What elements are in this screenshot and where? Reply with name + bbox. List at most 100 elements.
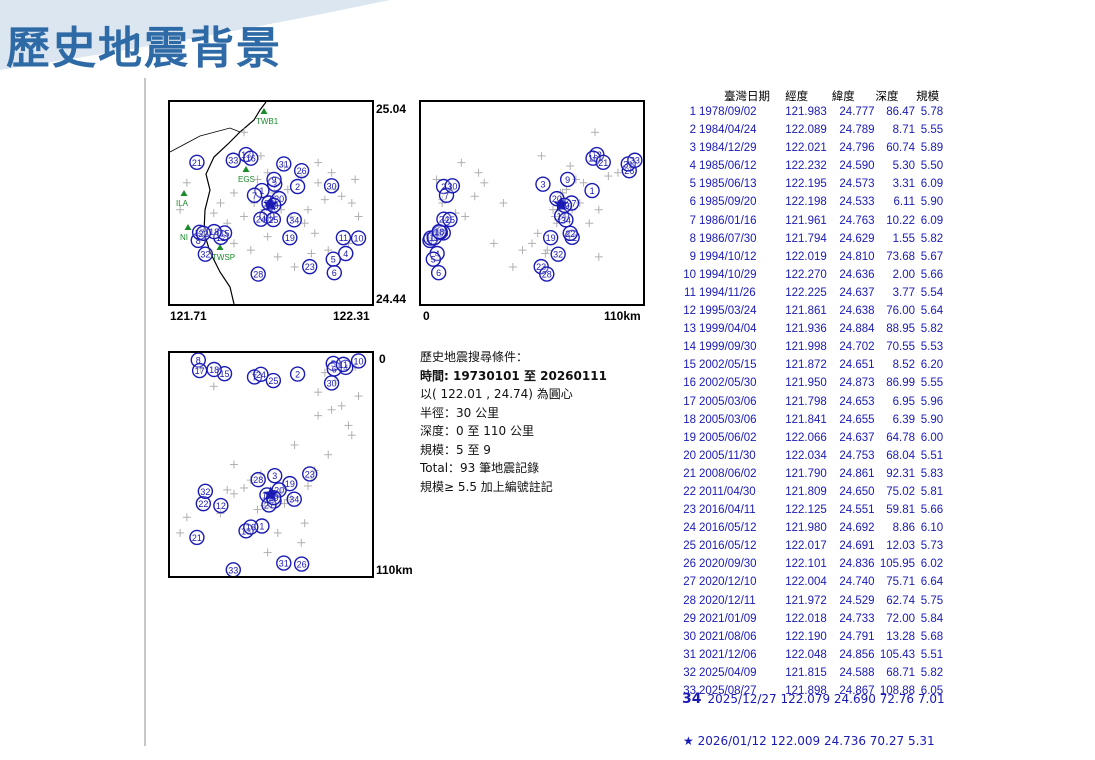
event-marker-33: 33 (225, 152, 241, 168)
row-lat: 24.653 (839, 395, 875, 408)
station-triangle-icon (184, 224, 192, 230)
row-depth: 1.55 (892, 232, 915, 245)
row-mag: 5.78 (920, 106, 944, 118)
event-label: 11 (339, 233, 348, 243)
background-event (280, 499, 289, 508)
row-lon: 122.004 (785, 576, 827, 589)
row-date: 1999/04/04 (699, 323, 757, 336)
event-marker-22: 22 (562, 225, 578, 242)
row-number: 14 (683, 341, 696, 354)
row-lat: 24.753 (839, 449, 875, 462)
background-event (613, 168, 622, 177)
event-label: 34 (561, 215, 571, 225)
background-event (229, 460, 238, 469)
event-label: 7 (252, 191, 257, 201)
criteria-note: 規模≥ 5.5 加上編號註記 (420, 479, 553, 494)
row-lat: 24.590 (839, 160, 875, 173)
row-lon: 121.950 (785, 377, 827, 390)
background-event (354, 392, 363, 401)
row-depth: 73.68 (886, 250, 915, 263)
row-mag: 5.73 (920, 540, 944, 553)
background-event (432, 175, 441, 184)
row-depth: 13.28 (886, 630, 915, 643)
row-depth: 3.31 (892, 178, 915, 191)
background-event (176, 528, 185, 537)
row-lon: 121.872 (785, 359, 827, 372)
event-label: 32 (200, 487, 210, 497)
row-lon: 122.048 (785, 648, 827, 661)
background-event (273, 252, 282, 261)
event-label: 1 (590, 186, 595, 196)
event-label: 17 (435, 228, 445, 238)
row-date: 2020/12/11 (699, 594, 756, 607)
event-marker-9: 9 (559, 171, 576, 188)
row-mag: 5.82 (920, 666, 944, 679)
event-label: 28 (253, 270, 263, 280)
header-lon: 經度 (785, 89, 809, 103)
event-marker-16: 16 (243, 519, 259, 535)
row-mag: 5.82 (920, 232, 944, 245)
row-date: 2021/08/06 (699, 630, 757, 643)
background-event (314, 178, 323, 187)
event-marker-2: 2 (289, 178, 306, 195)
event-label: 9 (272, 497, 277, 507)
row-mag: 5.81 (920, 485, 944, 498)
row-date: 2016/05/12 (699, 540, 757, 553)
coastline (203, 102, 267, 304)
event-label: 1 (259, 186, 264, 196)
row-lat: 24.763 (839, 214, 875, 227)
background-event (528, 239, 536, 248)
event-marker-4: 4 (338, 245, 354, 262)
event-marker-7: 7 (246, 187, 263, 203)
background-event (537, 151, 546, 160)
background-event (499, 199, 508, 207)
table-header: 臺灣日期 經度 緯度 深度 規模 (674, 88, 949, 106)
background-event (246, 246, 255, 255)
event-label: 11 (430, 233, 439, 243)
event-marker-6: 6 (326, 361, 342, 377)
row-mag: 5.54 (920, 286, 944, 299)
row-mag: 5.90 (920, 196, 944, 209)
row-lat: 24.861 (839, 467, 875, 480)
row-lat: 24.529 (839, 594, 875, 607)
row-number: 1 (689, 106, 696, 118)
row-lat: 24.867 (839, 685, 875, 697)
background-event (209, 209, 218, 218)
row-depth: 86.99 (886, 377, 915, 390)
background-event (290, 440, 299, 449)
row-date: 2021/12/06 (699, 648, 757, 661)
background-event (216, 199, 225, 207)
event-marker-10: 10 (350, 353, 367, 369)
event-marker-12: 12 (213, 497, 229, 514)
row-depth: 70.55 (886, 341, 915, 354)
row-date: 1985/09/20 (699, 196, 757, 209)
event-label: 32 (553, 250, 563, 260)
row-number: 6 (689, 196, 696, 209)
event-marker-28: 28 (250, 266, 266, 282)
row-lon: 122.225 (785, 286, 827, 299)
event-label: 19 (285, 479, 295, 489)
background-event (240, 212, 249, 221)
background-event (256, 151, 265, 160)
row-lon: 121.980 (785, 522, 827, 535)
event-label: 21 (598, 158, 608, 168)
event-label: 34 (289, 495, 299, 505)
row-lon: 122.190 (785, 630, 827, 643)
background-event (591, 128, 599, 137)
event-marker-17: 17 (191, 362, 208, 379)
row-mag: 5.55 (920, 377, 944, 390)
background-event (320, 368, 329, 377)
row-lat: 24.884 (839, 323, 875, 336)
background-event (314, 411, 323, 420)
